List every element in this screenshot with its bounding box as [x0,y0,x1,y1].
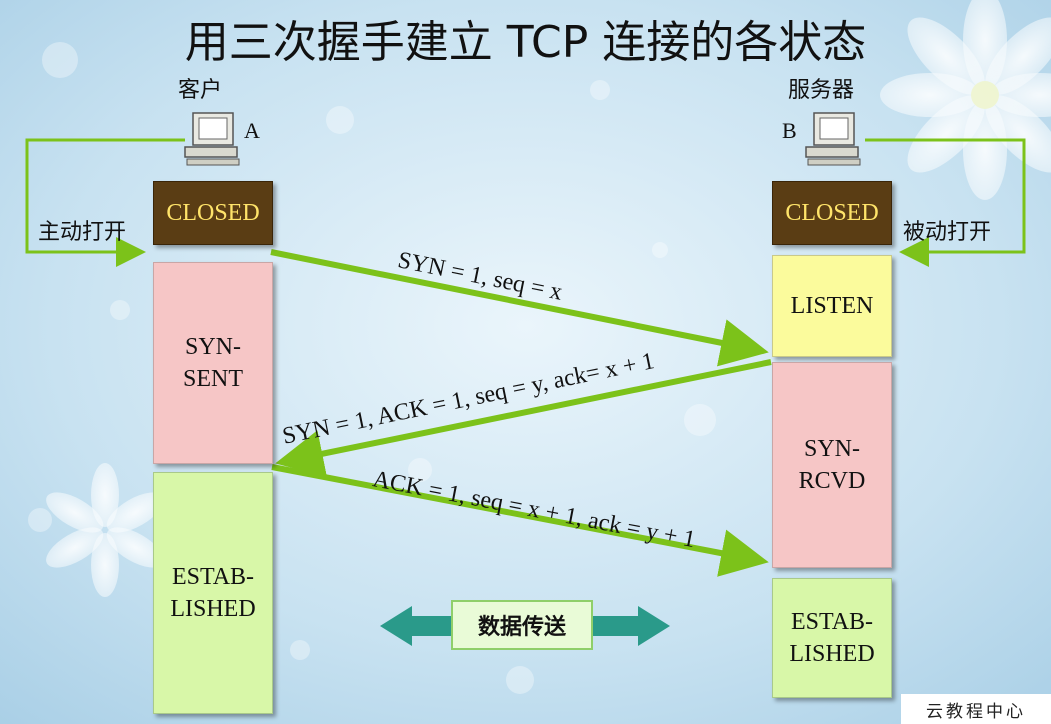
server-syn-rcvd-line1: SYN- [803,435,860,462]
page-title: 用三次握手建立 TCP 连接的各状态 [184,17,867,68]
server-computer-icon [805,112,861,166]
client-computer-icon [184,112,240,166]
syn-ack-arrow [275,359,772,478]
client-state-syn-sent: SYN- SENT [153,262,273,464]
server-state-syn-rcvd: SYN- RCVD [772,362,892,568]
client-syn-sent-line1: SYN- [184,333,241,360]
passive-open-label: 被动打开 [903,220,992,245]
active-open-label: 主动打开 [38,220,127,245]
data-transfer-label: 数据传送 [451,600,593,650]
passive-open-arrow [865,138,1026,267]
server-listen-label: LISTEN [790,292,874,319]
server-established-line2: LISHED [789,641,875,667]
server-state-established: ESTAB- LISHED [772,578,892,698]
client-state-established: ESTAB- LISHED [153,472,273,714]
active-open-arrow [25,138,185,267]
server-state-closed: CLOSED [772,181,892,245]
client-established-line2: LISHED [170,596,256,622]
client-state-closed: CLOSED [153,181,273,245]
server-syn-rcvd-line2: RCVD [798,468,866,494]
client-letter: A [244,118,260,143]
watermark: 云教程中心 [901,694,1051,724]
data-transfer-arrow [380,606,670,646]
syn-arrow [270,249,769,367]
ack-arrow [271,464,769,577]
client-syn-sent-line2: SENT [183,366,243,392]
flower-decoration [46,0,1051,597]
server-letter: B [782,118,797,143]
server-state-listen: LISTEN [772,255,892,357]
client-label: 客户 [178,78,223,103]
server-closed-label: CLOSED [785,199,879,226]
server-label: 服务器 [788,78,855,103]
server-established-line1: ESTAB- [790,608,874,635]
client-closed-label: CLOSED [166,199,260,226]
client-established-line1: ESTAB- [171,563,255,590]
